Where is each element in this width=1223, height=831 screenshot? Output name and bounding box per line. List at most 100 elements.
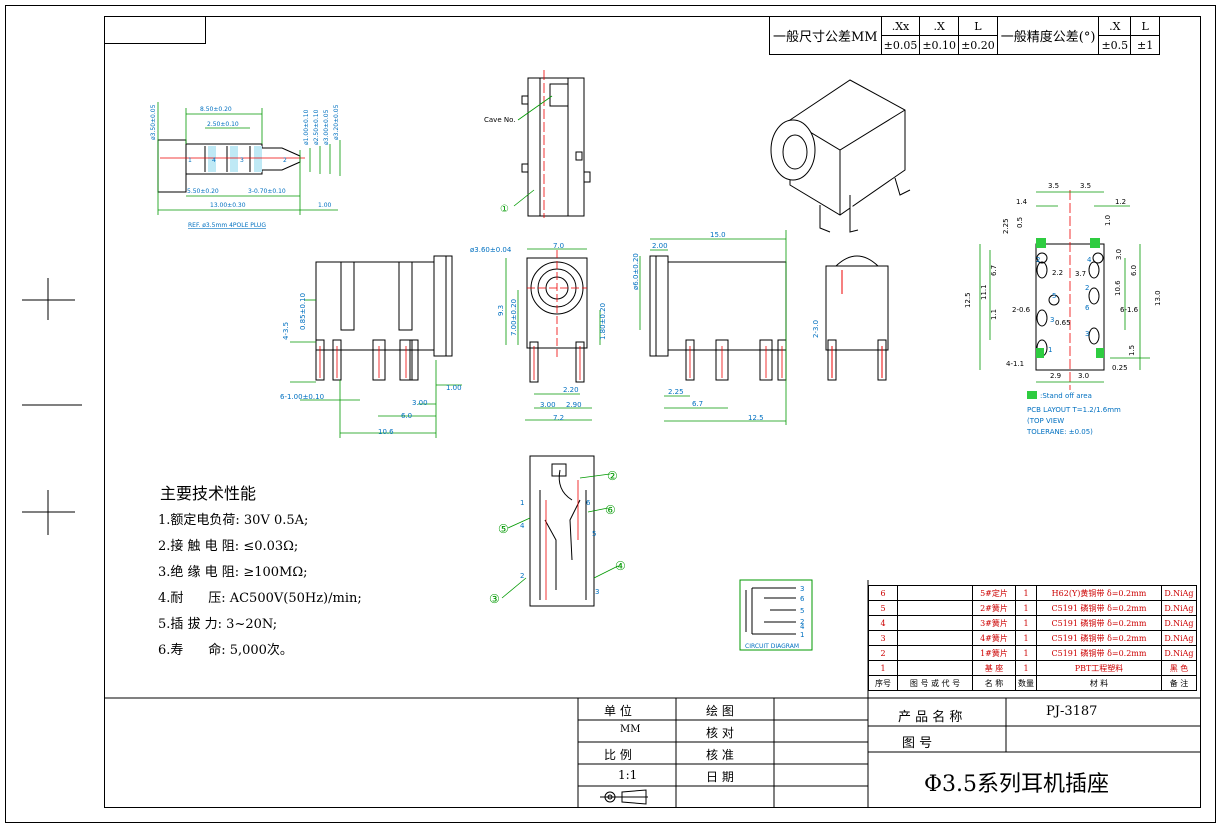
product-value: PJ-3187: [1046, 704, 1098, 719]
bom-cell: 5#定片: [972, 585, 1016, 601]
circuit-pin: 6: [800, 595, 805, 603]
dim: ø6.0±0.20: [632, 253, 640, 290]
tol-val: ±1: [1130, 35, 1161, 55]
bom-head: 数量: [1015, 675, 1037, 691]
bom-cell: C5191 磷铜带 δ=0.2mm: [1036, 615, 1162, 631]
bom-cell: [897, 645, 973, 661]
pcb-dim: 1.4: [1016, 198, 1028, 206]
bom-table: 6 5#定片 1 H62(Y)黄铜带 δ=0.2mm D.NiAg 5 2#簧片…: [868, 585, 1197, 691]
pcb-dim: 1.1: [990, 309, 998, 320]
plug-pin: 1: [188, 157, 192, 164]
dim: 2-3.0: [812, 320, 820, 338]
projection-symbol: [600, 789, 648, 805]
dim: 9.3: [497, 305, 505, 316]
plug-dim: ø1.00±0.10: [303, 109, 310, 145]
bom-cell: 黑 色: [1161, 660, 1197, 676]
pcb-pin: 5: [1052, 292, 1056, 300]
pcb-dim: 3.0: [1115, 249, 1123, 260]
unit-label: 单 位: [604, 704, 632, 718]
bom-cell: 4#簧片: [972, 630, 1016, 646]
bom-cell: 2#簧片: [972, 600, 1016, 616]
pcb-layout-line: TOLERANE: ±0.05): [1026, 428, 1093, 436]
pcb-pin: 2: [1085, 284, 1089, 292]
circuit-pin: 5: [800, 607, 804, 615]
specs-title: 主要技术性能: [160, 484, 257, 503]
circuit-pin: 2: [800, 618, 804, 626]
circuit-pin: 3: [800, 585, 804, 593]
plug-dim: ø3.00±0.05: [323, 109, 330, 145]
bom-cell: D.NiAg: [1161, 615, 1197, 631]
dim: 7.00±0.20: [510, 299, 518, 336]
pcb-dim: 1.0: [1104, 215, 1112, 226]
tol-val: ±0.05: [880, 35, 921, 55]
plug-dim: ø3.50±0.05: [150, 104, 157, 140]
plug-pin: 2: [283, 157, 287, 164]
spec-item: 6.寿 命: 5,000次。: [158, 643, 293, 658]
pcb-pin: 3: [1050, 316, 1054, 324]
internal-pin: 3: [595, 588, 599, 596]
callout-mark: ②: [607, 469, 618, 483]
internal-pin: 6: [586, 499, 591, 507]
pcb-pin: 6: [1085, 304, 1090, 312]
plug-drawing: 8.50±0.20 2.50±0.10 5.50±0.20 3-0.70±0.1…: [150, 102, 341, 229]
drawing-name: Φ3.5系列耳机插座: [924, 772, 1110, 797]
bom-cell: 1#簧片: [972, 645, 1016, 661]
scale-value: 1:1: [618, 768, 638, 782]
pcb-pin: 1: [1048, 346, 1052, 354]
pcb-pin: 4: [1087, 256, 1092, 264]
check-label: 核 对: [706, 726, 734, 740]
cave-label: Cave No.: [484, 116, 515, 124]
bom-cell: 1: [1015, 630, 1037, 646]
pcb-dim: 11.1: [980, 284, 988, 300]
tolerance-table: 一般尺寸公差MM .Xx .X L 一般精度公差(°) .X L ±0.05 ±…: [769, 16, 1161, 55]
front-round-view: ø3.60±0.04 7.0 9.3 7.00±0.20 1.80±0.20 2…: [470, 242, 607, 422]
outer-border: [5, 5, 1216, 823]
plug-dim: 2.50±0.10: [207, 121, 239, 128]
spec-item: 5.插 拔 力: 3~20N;: [158, 617, 278, 632]
corner-box: [104, 16, 206, 44]
bom-cell: 1: [868, 660, 898, 676]
bom-cell: 3#簧片: [972, 615, 1016, 631]
title-block-lines: [104, 580, 1201, 808]
pcb-dim: 2-0.6: [1012, 306, 1031, 314]
dim: 10.6: [378, 428, 394, 436]
pcb-dim: 3.7: [1075, 270, 1086, 278]
bom-cell: [897, 660, 973, 676]
dim: 2.00: [652, 242, 668, 250]
pcb-legend: :Stand off area: [1040, 392, 1092, 400]
dim-tolerance-label: 一般尺寸公差MM: [769, 16, 882, 55]
front-left-view: 4-3.5 0.85±0.10 6-1.00±0.10 1.00 3.00 6.…: [280, 255, 462, 438]
unit-value: MM: [620, 724, 641, 735]
bom-head: 序号: [868, 675, 898, 691]
bom-cell: 1: [1015, 585, 1037, 601]
spec-item: 4.耐 压: AC500V(50Hz)/min;: [158, 591, 362, 606]
bom-cell: PBT工程塑料: [1036, 660, 1162, 676]
pcb-dim: 13.0: [1154, 290, 1162, 306]
pcb-dim: 3.5: [1080, 182, 1091, 190]
pcb-dim: 1.2: [1115, 198, 1126, 206]
bom-cell: C5191 磷铜带 δ=0.2mm: [1036, 600, 1162, 616]
scale-label: 比 例: [604, 748, 632, 762]
callout-mark: ⑤: [498, 522, 509, 536]
bom-cell: 1: [1015, 615, 1037, 631]
bom-head: 材 料: [1036, 675, 1162, 691]
tol-val: ±0.10: [919, 35, 960, 55]
bom-cell: D.NiAg: [1161, 585, 1197, 601]
internal-view: 1 4 6 5 2 3 ② ⑥ ⑤ ④ ③: [489, 455, 626, 607]
plug-pin: 3: [240, 157, 244, 164]
dim: 2.25: [668, 388, 684, 396]
bom-cell: D.NiAg: [1161, 630, 1197, 646]
plug-pin: 4: [212, 157, 216, 164]
internal-pin: 1: [520, 499, 524, 507]
pcb-dim: 2.25: [1002, 218, 1010, 234]
callout-mark: ⑥: [605, 503, 616, 517]
bom-cell: D.NiAg: [1161, 600, 1197, 616]
dim: 3.00: [540, 401, 556, 409]
bom-head: 备 注: [1161, 675, 1197, 691]
dim: 1.00: [446, 384, 462, 392]
